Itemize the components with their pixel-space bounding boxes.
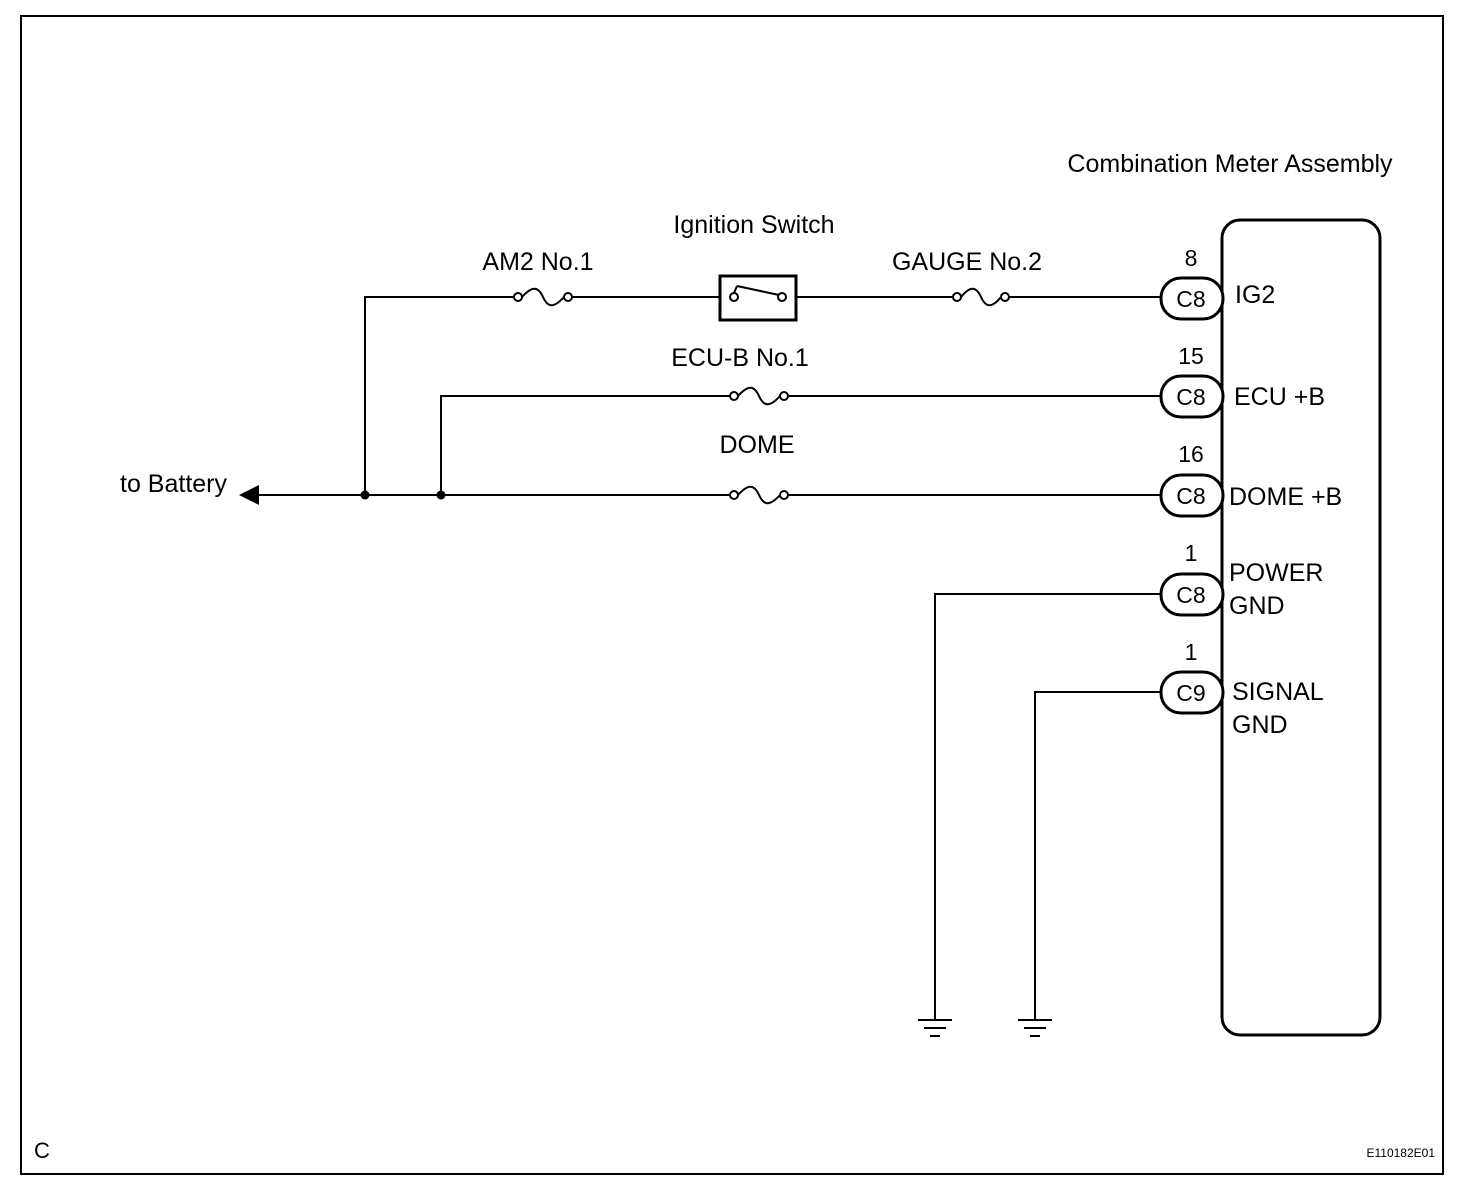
combination-meter-body — [1220, 218, 1382, 1037]
pin-label: SIGNAL — [1232, 678, 1324, 706]
ecub-wire-left — [440, 395, 730, 495]
pin-label: GND — [1232, 711, 1288, 739]
frame-border — [20, 15, 1444, 1175]
connector-pin: C9 1 SIGNAL GND — [1159, 639, 1324, 739]
connector-id: C8 — [1176, 286, 1205, 312]
connector-oval — [1159, 572, 1225, 617]
connector-id: C8 — [1176, 384, 1205, 410]
pin-label: GND — [1229, 592, 1285, 620]
ignition-switch-label: Ignition Switch — [673, 211, 834, 239]
battery-label: to Battery — [120, 470, 227, 498]
pin-number: 8 — [1185, 245, 1198, 271]
signal-gnd-wire — [1034, 691, 1160, 1020]
fuse-dome-icon — [729, 485, 789, 505]
battery-arrow-icon — [239, 485, 259, 505]
pin-label: DOME +B — [1229, 483, 1342, 511]
ground-icon — [918, 1019, 952, 1037]
ground-icon — [1018, 1019, 1052, 1037]
ignition-switch-icon — [718, 274, 798, 322]
power-gnd-wire — [934, 593, 1160, 1020]
connector-pin: C8 8 IG2 — [1159, 245, 1275, 321]
connector-oval — [1159, 374, 1225, 419]
figure-code: E110182E01 — [1366, 1146, 1435, 1160]
fuse-am2-label: AM2 No.1 — [482, 248, 593, 276]
connector-oval — [1159, 473, 1225, 518]
connector-pin: C8 16 DOME +B — [1159, 441, 1342, 518]
pin-number: 1 — [1185, 639, 1198, 665]
component-title: Combination Meter Assembly — [1067, 150, 1393, 178]
fuse-dome-label: DOME — [720, 431, 795, 459]
connector-pin: C8 1 POWER GND — [1159, 540, 1323, 620]
pin-number: 1 — [1185, 540, 1198, 566]
connector-pin: C8 15 ECU +B — [1159, 343, 1325, 419]
pin-label: ECU +B — [1234, 383, 1325, 411]
pin-label: IG2 — [1235, 281, 1275, 309]
corner-letter: C — [34, 1138, 50, 1163]
fuse-gauge-icon — [952, 287, 1010, 307]
am2-wire-left — [364, 296, 514, 495]
pin-label: POWER — [1229, 559, 1323, 587]
pin-number: 16 — [1178, 441, 1204, 467]
pin-number: 15 — [1178, 343, 1204, 369]
connector-id: C8 — [1176, 483, 1205, 509]
fuse-gauge-label: GAUGE No.2 — [892, 248, 1042, 276]
fuse-ecub-label: ECU-B No.1 — [671, 344, 809, 372]
connector-id: C9 — [1176, 680, 1205, 706]
connector-oval — [1159, 276, 1225, 321]
fuse-am2-icon — [513, 287, 573, 307]
connector-oval — [1159, 670, 1225, 715]
fuse-ecub-icon — [729, 386, 789, 406]
connector-id: C8 — [1176, 582, 1205, 608]
